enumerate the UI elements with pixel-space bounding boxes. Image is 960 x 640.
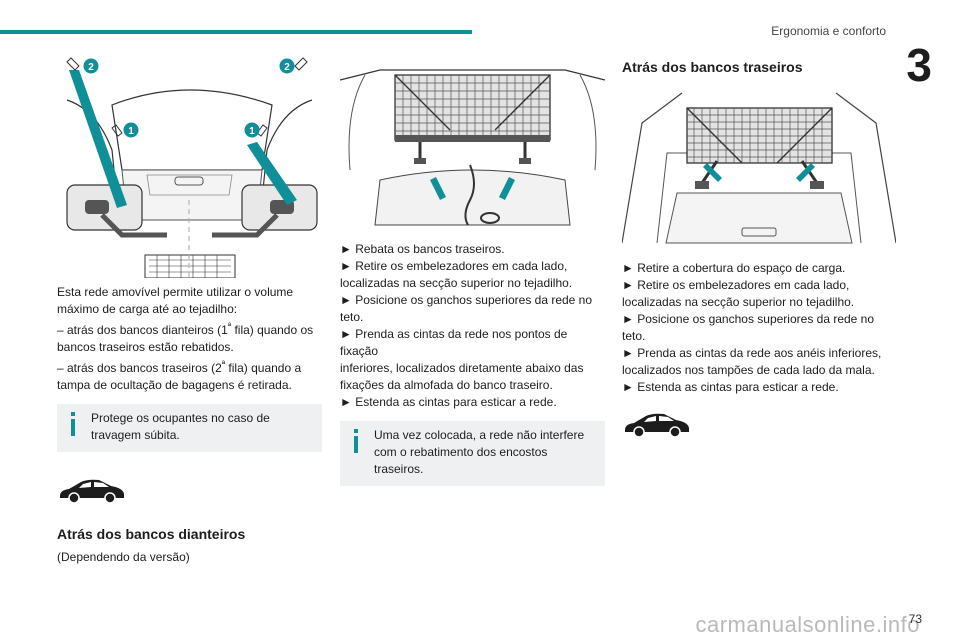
info-note-text: Protege os ocupantes no caso de travagem…: [91, 411, 270, 442]
car-silhouette-icon: [625, 413, 689, 438]
step-line: ► Estenda as cintas para esticar a rede.: [622, 380, 839, 394]
step-line: ► Retire os embelezadores em cada lado,: [340, 259, 568, 273]
step-line: ► Prenda as cintas da rede nos pontos de…: [340, 327, 568, 358]
step-line: ► Posicione os ganchos superiores da red…: [340, 293, 593, 307]
info-note: Uma vez colocada, a rede não interfere c…: [340, 421, 605, 486]
step-line: localizadas na secção superior no tejadi…: [340, 276, 573, 290]
step-line: ► Retire a cobertura do espaço de carga.: [622, 261, 846, 275]
column-2: ► Rebata os bancos traseiros. ► Retire o…: [340, 50, 605, 486]
figure-rear-net: [622, 83, 896, 248]
step-line: localizadas na secção superior no tejadi…: [622, 295, 855, 309]
car-silhouette-icon: [60, 479, 124, 504]
step-line: teto.: [340, 310, 364, 324]
step-line: teto.: [622, 329, 646, 343]
column-1: 2 2 1 1 Esta rede amovível permite utili…: [57, 50, 322, 564]
step-line: ► Rebata os bancos traseiros.: [340, 242, 505, 256]
front-install-steps: ► Rebata os bancos traseiros. ► Retire o…: [340, 241, 605, 411]
info-icon: [71, 412, 75, 436]
step-line: ► Retire os embelezadores em cada lado,: [622, 278, 850, 292]
section-title-rear: Atrás dos bancos traseiros: [622, 59, 803, 75]
figure-label-2-left: 2: [88, 62, 94, 73]
info-note-text: Uma vez colocada, a rede não interfere c…: [374, 428, 585, 476]
column-3: Atrás dos bancos traseiros ► Retire a co…: [622, 50, 896, 440]
intro-line: – atrás dos bancos dianteiros (1ª fila) …: [57, 321, 314, 337]
header-title: Ergonomia e conforto: [771, 24, 886, 38]
info-icon: [354, 429, 358, 453]
intro-line: – atrás dos bancos traseiros (2ª fila) q…: [57, 359, 302, 375]
header-accent-bar: [0, 30, 472, 34]
chapter-number: 3: [906, 39, 932, 91]
section-subtitle-front: (Dependendo da versão): [57, 550, 190, 564]
figure-net-mounted: [340, 50, 605, 235]
figure-front-seats-net: 2 2 1 1: [57, 50, 322, 278]
rear-install-steps: ► Retire a cobertura do espaço de carga.…: [622, 260, 896, 396]
figure-label-1-right: 1: [249, 126, 255, 137]
step-line: ► Prenda as cintas da rede aos anéis inf…: [622, 346, 882, 360]
step-line: inferiores, localizados diretamente abai…: [340, 361, 584, 375]
intro-line: Esta rede amovível permite utilizar o vo…: [57, 285, 294, 299]
figure-label-1-left: 1: [128, 126, 134, 137]
info-note: Protege os ocupantes no caso de travagem…: [57, 404, 322, 452]
intro-text: Esta rede amovível permite utilizar o vo…: [57, 284, 322, 394]
intro-line: tampa de ocultação de bagagens é retirad…: [57, 378, 292, 392]
step-line: ► Estenda as cintas para esticar a rede.: [340, 395, 557, 409]
intro-line: máximo de carga até ao tejadilho:: [57, 302, 238, 316]
intro-line: bancos traseiros estão rebatidos.: [57, 340, 234, 354]
step-line: fixações da almofada do banco traseiro.: [340, 378, 553, 392]
page-number: 73: [908, 612, 922, 626]
section-title-front: Atrás dos bancos dianteiros: [57, 526, 246, 542]
figure-label-2-right: 2: [284, 62, 290, 73]
watermark: carmanualsonline.info: [695, 612, 920, 637]
step-line: localizados nos tampões de cada lado da …: [622, 363, 875, 377]
step-line: ► Posicione os ganchos superiores da red…: [622, 312, 875, 326]
